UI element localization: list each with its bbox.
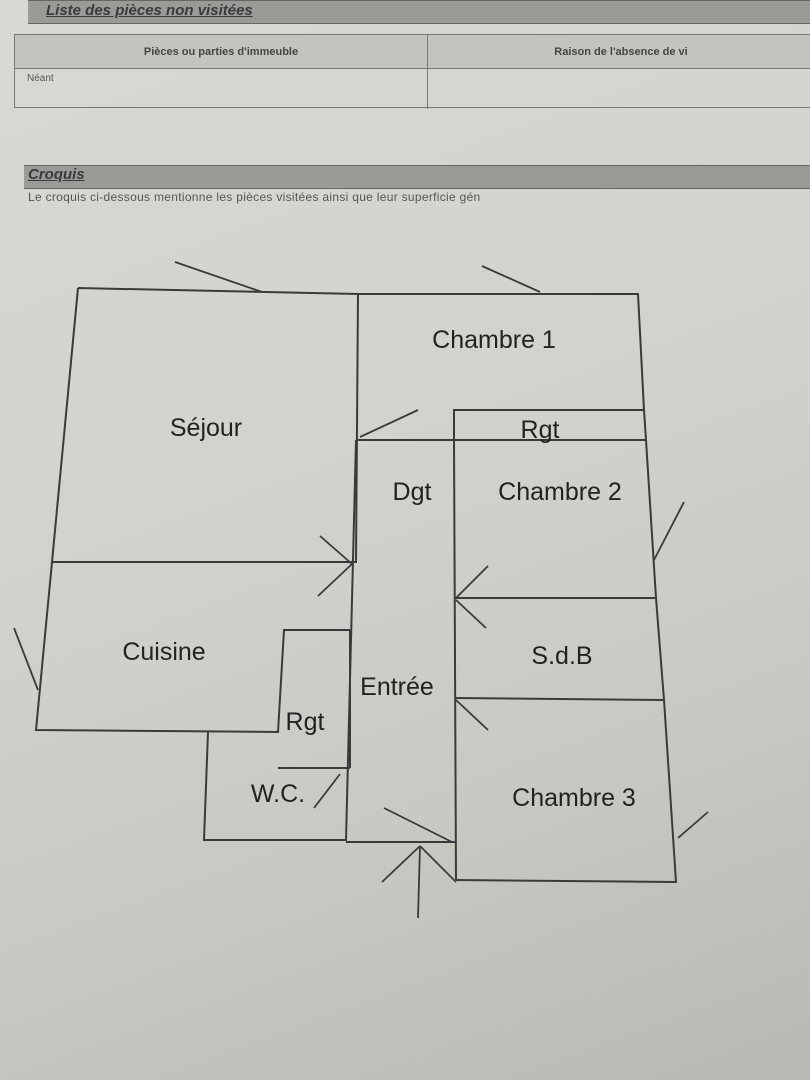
- sketch-description: Le croquis ci-dessous mentionne les pièc…: [28, 190, 481, 204]
- wall-sdb-bottom: [455, 697, 665, 701]
- room-label-chambre2: Chambre 2: [498, 478, 622, 506]
- entry-arrow-right: [419, 845, 457, 883]
- window-mark-sejour: [174, 261, 263, 293]
- table-header-reason: Raison de l'absence de vi: [427, 35, 810, 69]
- table-header-room: Pièces ou parties d'immeuble: [15, 35, 427, 69]
- door-mark-chambre2-b: [455, 599, 487, 629]
- unvisited-section-bar: [28, 0, 810, 24]
- door-mark-chambre1: [359, 409, 419, 438]
- room-label-chambre3: Chambre 3: [512, 784, 636, 812]
- room-label-cuisine: Cuisine: [122, 638, 205, 666]
- wall-chambre3: [455, 699, 678, 884]
- door-mark-chambre2-a: [455, 565, 489, 599]
- window-mark-chambre1: [481, 265, 541, 293]
- window-mark-cuisine: [13, 627, 39, 691]
- sketch-section-bar: [24, 165, 810, 189]
- sketch-section-title: Croquis: [28, 166, 85, 183]
- wall-corridor-right: [453, 439, 457, 881]
- table-cell-room: Néant: [27, 73, 54, 84]
- wall-rgt-right: [643, 409, 647, 441]
- room-label-chambre1: Chambre 1: [432, 326, 556, 354]
- room-label-entree: Entrée: [360, 673, 434, 701]
- room-label-rgt-small: Rgt: [286, 708, 325, 736]
- door-mark-sdb: [455, 699, 489, 731]
- room-label-rgt-top: Rgt: [521, 416, 560, 444]
- wall-chambre2-right: [645, 439, 657, 599]
- wall-sdb-right: [655, 597, 665, 701]
- entry-door-mark: [383, 807, 453, 843]
- table-divider: [427, 35, 428, 109]
- window-mark-chambre2: [653, 501, 685, 561]
- window-mark-chambre3: [677, 811, 709, 839]
- room-label-sdb: S.d.B: [531, 642, 592, 670]
- entry-arrow-shaft: [417, 845, 421, 919]
- door-mark-wc: [313, 773, 341, 809]
- door-mark-sejour-b: [317, 563, 353, 597]
- unvisited-section-title: Liste des pièces non visitées: [46, 2, 253, 19]
- door-mark-sejour-a: [319, 535, 353, 565]
- room-label-wc: W.C.: [251, 780, 305, 808]
- unvisited-rooms-table: Pièces ou parties d'immeuble Raison de l…: [14, 34, 810, 109]
- room-label-dgt: Dgt: [393, 478, 432, 506]
- wall-cuisine: [34, 561, 350, 734]
- wall-sejour: [50, 287, 360, 563]
- room-label-sejour: Séjour: [170, 414, 242, 442]
- entry-arrow-left: [381, 845, 421, 883]
